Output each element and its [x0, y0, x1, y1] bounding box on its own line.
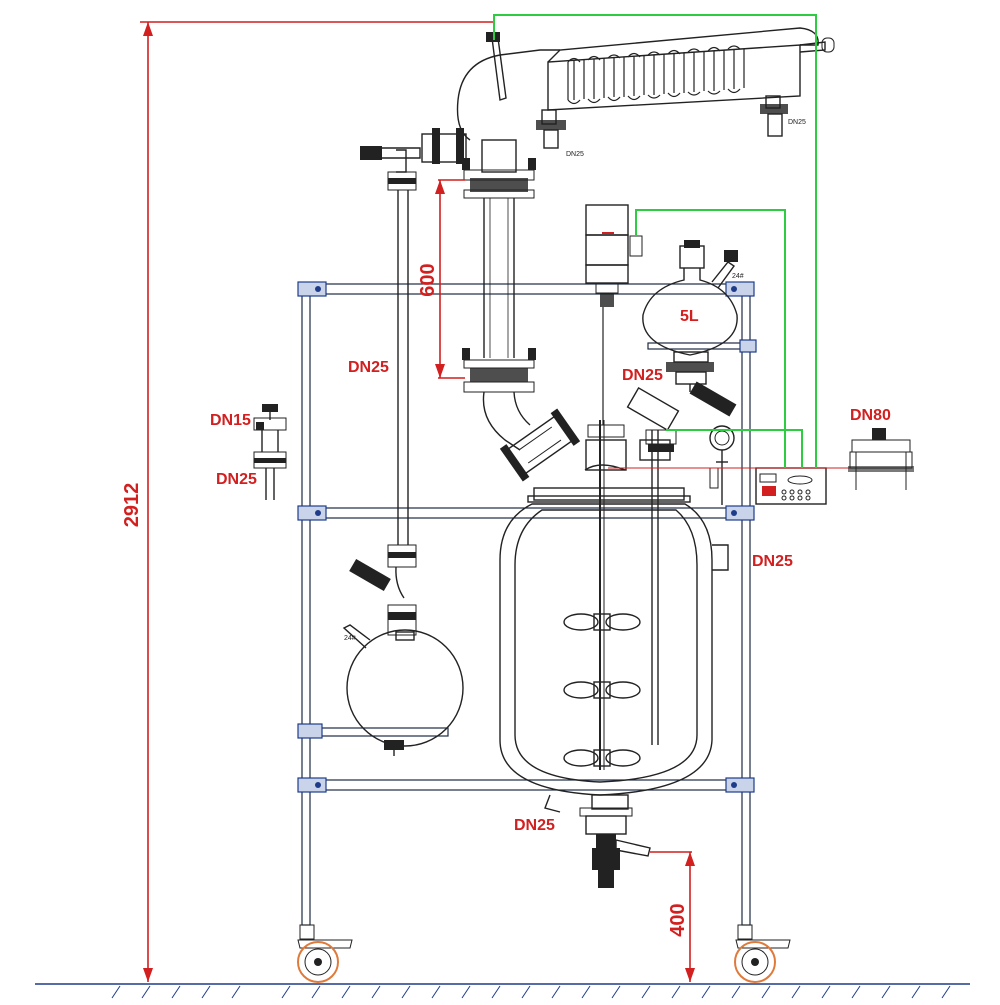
addition-flask-joint-label: 24#: [732, 273, 744, 280]
angled-sight-glass: [499, 408, 581, 482]
dn80-fitting: [848, 428, 914, 490]
distillation-column: [462, 139, 536, 451]
column-height-value: 600: [417, 263, 439, 296]
addition-valve: [626, 381, 737, 452]
dn80-label: DN80: [850, 407, 891, 424]
outlet-height-value: 400: [667, 903, 689, 936]
bottom-discharge-valve: [579, 794, 651, 888]
addition-flask-5l: 24# 5L: [642, 240, 744, 392]
dn25-label-side-valve: DN25: [216, 471, 257, 488]
dimension-column-height: 600: [417, 179, 465, 379]
total-height-value: 2912: [121, 483, 143, 528]
stirring-motor: [585, 204, 643, 425]
dn25-label-return-pipe: DN25: [348, 359, 389, 376]
caster-left: [297, 924, 353, 983]
condenser: DN25 DN25: [456, 27, 835, 158]
ground: [35, 983, 970, 999]
caster-right: [734, 924, 791, 983]
dn25-label-jacket: DN25: [752, 553, 793, 570]
dn25-label-addition: DN25: [622, 367, 663, 384]
condenser-port-label-b: DN25: [788, 119, 806, 126]
vacuum-gauge: [709, 425, 735, 505]
flask-joint-label: 24#: [344, 635, 356, 642]
return-pipe: [349, 128, 467, 636]
dn25-label-bottom: DN25: [514, 817, 555, 834]
impeller-bottom: [563, 749, 641, 767]
impeller-middle: [563, 681, 641, 699]
dimension-total-height: 2912: [121, 21, 495, 982]
control-box: [755, 467, 827, 505]
dn15-label: DN15: [210, 412, 251, 429]
cooling-lines: [493, 14, 817, 468]
side-sampling-valve: [253, 404, 287, 500]
reactor-vessel: [499, 420, 729, 813]
condenser-port-label-a: DN25: [566, 151, 584, 158]
dimension-outlet-height: 400: [650, 851, 695, 982]
receiving-flask: 24#: [342, 624, 464, 756]
flask-volume-label: 5L: [680, 308, 699, 325]
impeller-top: [563, 613, 641, 631]
